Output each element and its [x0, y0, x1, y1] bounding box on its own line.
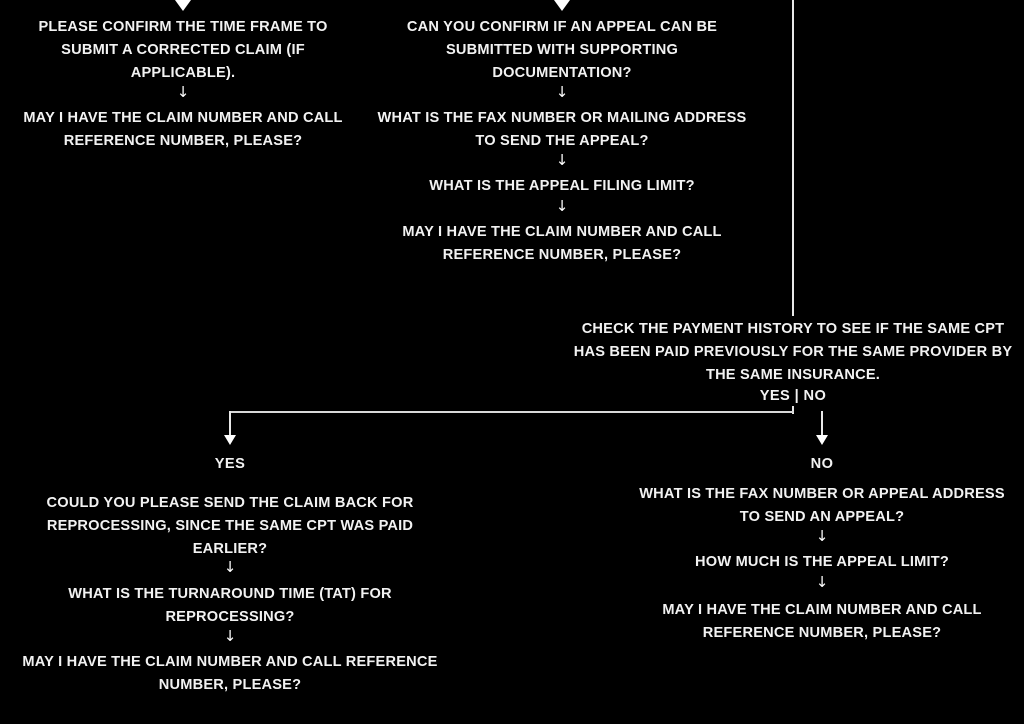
- connector-vertical-spine: [792, 0, 794, 316]
- node-right-claim-reference: MAY I HAVE THE CLAIM NUMBER AND CALL REF…: [402, 224, 722, 263]
- node-left-claim-reference: MAY I HAVE THE CLAIM NUMBER AND CALL REF…: [23, 110, 343, 149]
- arrowhead-into-appeal-question: [554, 0, 570, 11]
- node-appeal-with-documentation: CAN YOU CONFIRM IF AN APPEAL CAN BE SUBM…: [406, 19, 718, 81]
- connector-no-drop: [821, 411, 823, 437]
- arrow-down-icon: ↓: [555, 151, 569, 169]
- connector-decision-stem: [792, 406, 794, 414]
- node-corrected-claim-timeframe: PLEASE CONFIRM THE TIME FRAME TO SUBMIT …: [38, 19, 328, 81]
- node-appeal-fax-mailing-address: WHAT IS THE FAX NUMBER OR MAILING ADDRES…: [377, 110, 747, 149]
- arrow-down-icon: ↓: [223, 558, 237, 576]
- arrow-down-icon: ↓: [815, 573, 829, 591]
- node-no-fax-appeal-address: WHAT IS THE FAX NUMBER OR APPEAL ADDRESS…: [639, 486, 1005, 525]
- node-yes-send-claim-back: COULD YOU PLEASE SEND THE CLAIM BACK FOR…: [46, 495, 414, 557]
- arrowhead-no-branch: [816, 435, 828, 445]
- branch-label-yes: YES: [214, 456, 246, 472]
- node-yes-turnaround-time: WHAT IS THE TURNAROUND TIME (TAT) FOR RE…: [68, 586, 392, 625]
- arrow-down-icon: ↓: [815, 527, 829, 545]
- arrow-down-icon: ↓: [176, 83, 190, 101]
- node-no-claim-reference: MAY I HAVE THE CLAIM NUMBER AND CALL REF…: [662, 602, 982, 641]
- arrowhead-into-corrected-claim: [175, 0, 191, 11]
- connector-branch-bar: [229, 411, 794, 413]
- node-appeal-filing-limit: WHAT IS THE APPEAL FILING LIMIT?: [429, 178, 695, 194]
- arrow-down-icon: ↓: [555, 83, 569, 101]
- arrow-down-icon: ↓: [223, 627, 237, 645]
- arrow-down-icon: ↓: [555, 197, 569, 215]
- node-no-appeal-limit: HOW MUCH IS THE APPEAL LIMIT?: [695, 554, 949, 570]
- decision-options-yes-no: YES | NO: [759, 388, 827, 404]
- connector-yes-drop: [229, 411, 231, 437]
- node-payment-history-check: CHECK THE PAYMENT HISTORY TO SEE IF THE …: [573, 321, 1013, 383]
- node-yes-claim-reference: MAY I HAVE THE CLAIM NUMBER AND CALL REF…: [22, 654, 438, 693]
- arrowhead-yes-branch: [224, 435, 236, 445]
- branch-label-no: NO: [810, 456, 834, 472]
